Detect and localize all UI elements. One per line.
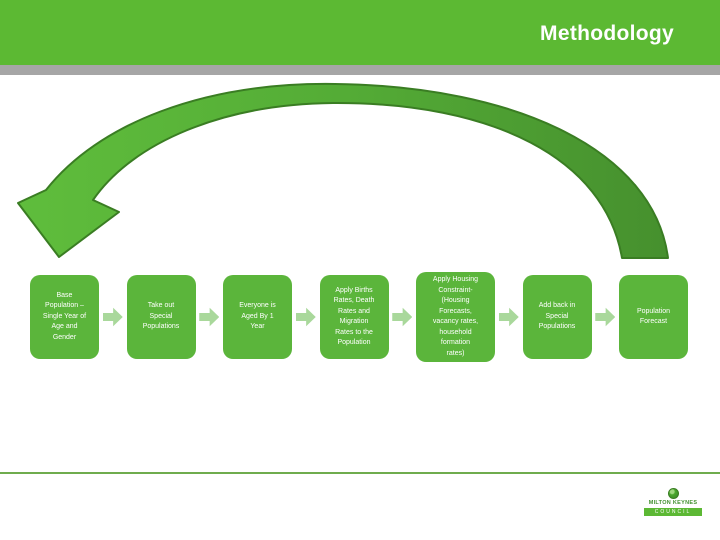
logo-org-name: MILTON KEYNES: [648, 500, 698, 506]
flow-arrow-icon: [295, 307, 316, 327]
flow-step-label: Apply Births Rates, Death Rates and Migr…: [333, 286, 375, 347]
flow-step-take-out-special: Take out Special Populations: [126, 275, 196, 359]
flow-step-population-forecast: Population Forecast: [619, 275, 688, 359]
flow-step-apply-rates: Apply Births Rates, Death Rates and Migr…: [319, 275, 389, 359]
title-bar: Methodology: [0, 0, 720, 65]
page-title: Methodology: [540, 22, 674, 45]
logo-sub-bar: COUNCIL: [644, 508, 702, 516]
flow-step-base-population: Base Population – Single Year of Age and…: [30, 275, 99, 359]
council-logo: MILTON KEYNES COUNCIL: [644, 488, 702, 516]
flow-step-label: Add back in Special Populations: [538, 302, 576, 331]
flow-arrow-icon: [595, 307, 616, 327]
globe-icon: [667, 488, 679, 499]
process-flow: Base Population – Single Year of Age and…: [30, 271, 688, 363]
flow-step-housing-constraint: Apply Housing Constraint- (Housing Forec…: [416, 272, 495, 362]
flow-step-aged-by-one: Everyone is Aged By 1 Year: [223, 275, 292, 359]
footer-divider: [0, 472, 720, 474]
flow-step-add-back-special: Add back in Special Populations: [522, 275, 592, 359]
flow-arrow-icon: [498, 307, 519, 327]
flow-step-label: Everyone is Aged By 1 Year: [239, 302, 276, 331]
flow-arrow-icon: [392, 307, 413, 327]
flow-step-label: Base Population – Single Year of Age and…: [42, 291, 87, 341]
flow-step-label: Take out Special Populations: [142, 302, 180, 331]
flow-step-label: Population Forecast: [636, 307, 671, 326]
flow-arrow-icon: [199, 307, 220, 327]
flow-arrow-icon: [102, 307, 123, 327]
title-underline-bar: [0, 65, 720, 75]
flow-step-label: Apply Housing Constraint- (Housing Forec…: [432, 276, 479, 357]
logo-sub-label: COUNCIL: [654, 509, 692, 515]
